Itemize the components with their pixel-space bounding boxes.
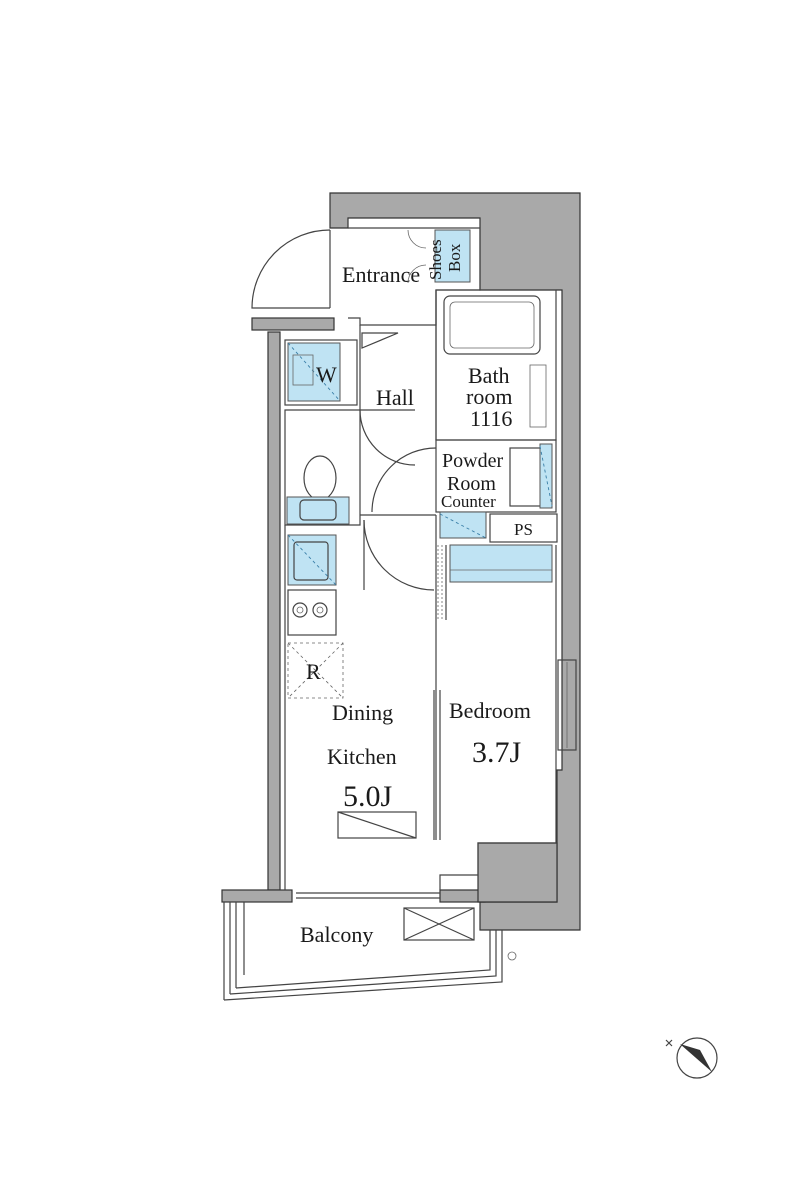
label-bath-size: 1116 bbox=[470, 406, 512, 431]
label-shoes: Shoes bbox=[426, 239, 445, 280]
label-bedroom: Bedroom bbox=[449, 698, 531, 723]
stove bbox=[287, 589, 337, 636]
doors bbox=[251, 229, 577, 899]
label-hall: Hall bbox=[376, 385, 414, 410]
bathtub bbox=[443, 295, 541, 355]
air-conditioner bbox=[337, 811, 417, 839]
label-box: Box bbox=[445, 243, 464, 272]
label-refrigerator: R bbox=[306, 659, 321, 684]
north-arrow-icon bbox=[665, 1037, 718, 1079]
label-powder: Powder bbox=[442, 450, 503, 472]
label-dining-size: 5.0J bbox=[343, 780, 393, 813]
label-room: room bbox=[466, 384, 512, 409]
label-entrance: Entrance bbox=[342, 262, 420, 287]
label-ps: PS bbox=[514, 520, 533, 539]
room-labels: Entrance Shoes Box Hall W Bath room 1116… bbox=[300, 239, 533, 947]
refrigerator-space bbox=[287, 642, 344, 699]
interior-walls bbox=[284, 227, 558, 890]
label-bedroom-size: 3.7J bbox=[472, 736, 522, 769]
balcony-rails bbox=[223, 902, 517, 1001]
label-powder-room: Room bbox=[447, 473, 496, 495]
label-washer: W bbox=[316, 362, 337, 387]
exterior-walls bbox=[221, 192, 581, 931]
label-counter: Counter bbox=[441, 492, 496, 511]
outdoor-unit bbox=[403, 907, 475, 941]
toilet bbox=[303, 455, 337, 501]
label-kitchen: Kitchen bbox=[327, 744, 397, 769]
fixtures bbox=[286, 229, 553, 941]
label-bath: Bath bbox=[468, 363, 510, 388]
bedroom-closet bbox=[449, 544, 553, 583]
label-dining: Dining bbox=[332, 700, 393, 725]
shoes-box bbox=[434, 229, 471, 283]
label-balcony: Balcony bbox=[300, 922, 373, 947]
